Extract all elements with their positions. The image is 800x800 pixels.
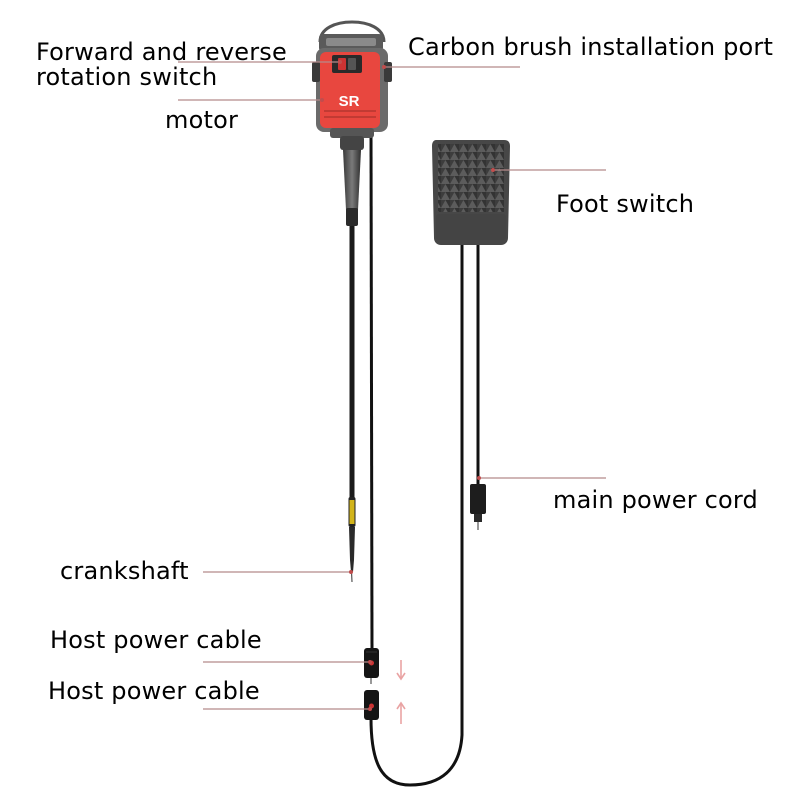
handpiece <box>349 527 355 572</box>
label-crankshaft: crankshaft <box>60 557 189 585</box>
label-foot-switch: Foot switch <box>556 190 695 218</box>
label-forward-reverse-line1: Forward and reverse <box>36 38 287 66</box>
host-cable-lower <box>369 245 464 787</box>
leader-lines <box>178 61 606 710</box>
motor-unit <box>312 20 392 226</box>
host-connector-lower <box>364 690 379 720</box>
connect-arrow-down <box>396 660 406 681</box>
label-main-power-cord: main power cord <box>553 486 758 514</box>
label-host-power-cable-2: Host power cable <box>48 677 260 705</box>
label-carbon-brush-port: Carbon brush installation port <box>408 33 774 61</box>
label-motor: motor <box>165 106 239 134</box>
leader-dots <box>320 60 495 711</box>
connect-arrow-up <box>396 701 406 724</box>
host-cable-upper <box>369 131 374 651</box>
foot-switch-pedal <box>432 140 510 245</box>
label-forward-reverse-line2: rotation switch <box>36 63 218 91</box>
motor-badge: SR <box>339 93 360 110</box>
main-power-plug <box>470 484 486 530</box>
label-host-power-cable-1: Host power cable <box>50 626 262 654</box>
host-connector-upper <box>364 648 379 684</box>
